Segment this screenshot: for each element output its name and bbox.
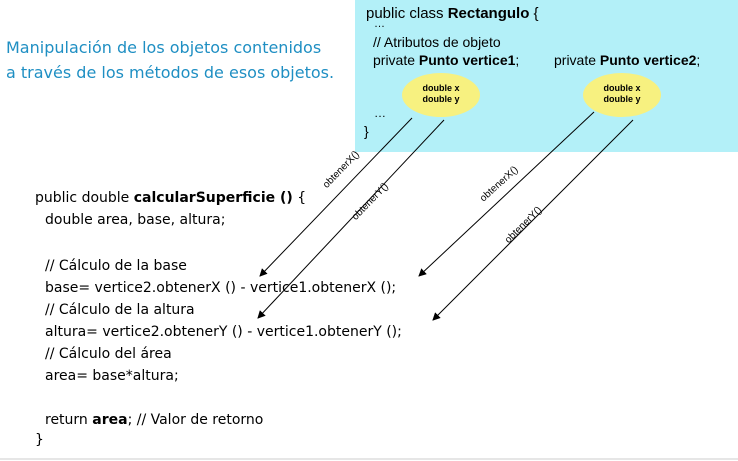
return-value: area	[92, 412, 128, 428]
method-signature: public double calcularSuperficie () {	[35, 190, 306, 206]
title-line-1: Manipulación de los objetos contenidos	[6, 38, 322, 57]
bottom-divider	[0, 458, 738, 460]
class-header: public class Rectangulo {	[366, 5, 539, 22]
vertice1-double-x: double x	[422, 83, 460, 93]
comment-area: // Cálculo del área	[45, 346, 172, 362]
attr2-prefix: private	[554, 52, 600, 68]
return-suffix: ; // Valor de retorno	[127, 412, 264, 428]
class-header-suffix: {	[529, 5, 539, 22]
arrow-label-obtenerX-1: obtenerX()	[321, 149, 362, 191]
method-name: calcularSuperficie ()	[133, 190, 293, 206]
class-definition-box	[355, 0, 738, 152]
variable-declaration: double area, base, altura;	[45, 212, 226, 228]
class-name: Rectangulo	[447, 5, 530, 22]
class-dots-top: …	[374, 18, 385, 30]
vertice1-double-y: double y	[422, 94, 460, 104]
vertice2-double-x: double x	[603, 83, 641, 93]
statement-area: area= base*altura;	[45, 368, 179, 384]
slide-title: Manipulación de los objetos contenidos a…	[6, 35, 356, 85]
attr2-strong: Punto vertice2	[599, 52, 697, 68]
return-prefix: return	[45, 412, 93, 428]
arrow-label-obtenerY-1: obtenerY()	[350, 181, 391, 223]
method-closing-brace: }	[35, 432, 44, 448]
attribute-vertice2: private Punto vertice2;	[554, 52, 700, 68]
arrow-label-obtenerX-2: obtenerX()	[478, 164, 521, 205]
attr2-suffix: ;	[696, 52, 701, 68]
comment-altura: // Cálculo de la altura	[45, 302, 195, 318]
attr1-strong: Punto vertice1	[418, 52, 516, 68]
vertice1-attributes-ellipse: double x double y	[402, 73, 480, 117]
statement-base: base= vertice2.obtenerX () - vertice1.ob…	[45, 280, 397, 296]
title-line-2: a través de los métodos de esos objetos.	[6, 63, 335, 82]
statement-altura: altura= vertice2.obtenerY () - vertice1.…	[45, 324, 402, 340]
attr1-prefix: private	[373, 52, 419, 68]
attribute-vertice1: private Punto vertice1;	[373, 52, 519, 68]
vertice2-double-y: double y	[603, 94, 641, 104]
vertice2-attributes-ellipse: double x double y	[583, 73, 661, 117]
attributes-comment: // Atributos de objeto	[373, 34, 501, 50]
attr1-suffix: ;	[515, 52, 520, 68]
method-sig-prefix: public double	[35, 190, 134, 206]
class-header-prefix: public class	[366, 5, 448, 22]
class-closing-brace: }	[364, 123, 369, 139]
arrow-label-obtenerY-2: obtenerY()	[503, 204, 545, 246]
method-sig-suffix: {	[292, 190, 307, 206]
class-dots-bottom: …	[374, 106, 386, 120]
comment-base: // Cálculo de la base	[45, 258, 187, 274]
return-statement: return area; // Valor de retorno	[45, 412, 263, 428]
